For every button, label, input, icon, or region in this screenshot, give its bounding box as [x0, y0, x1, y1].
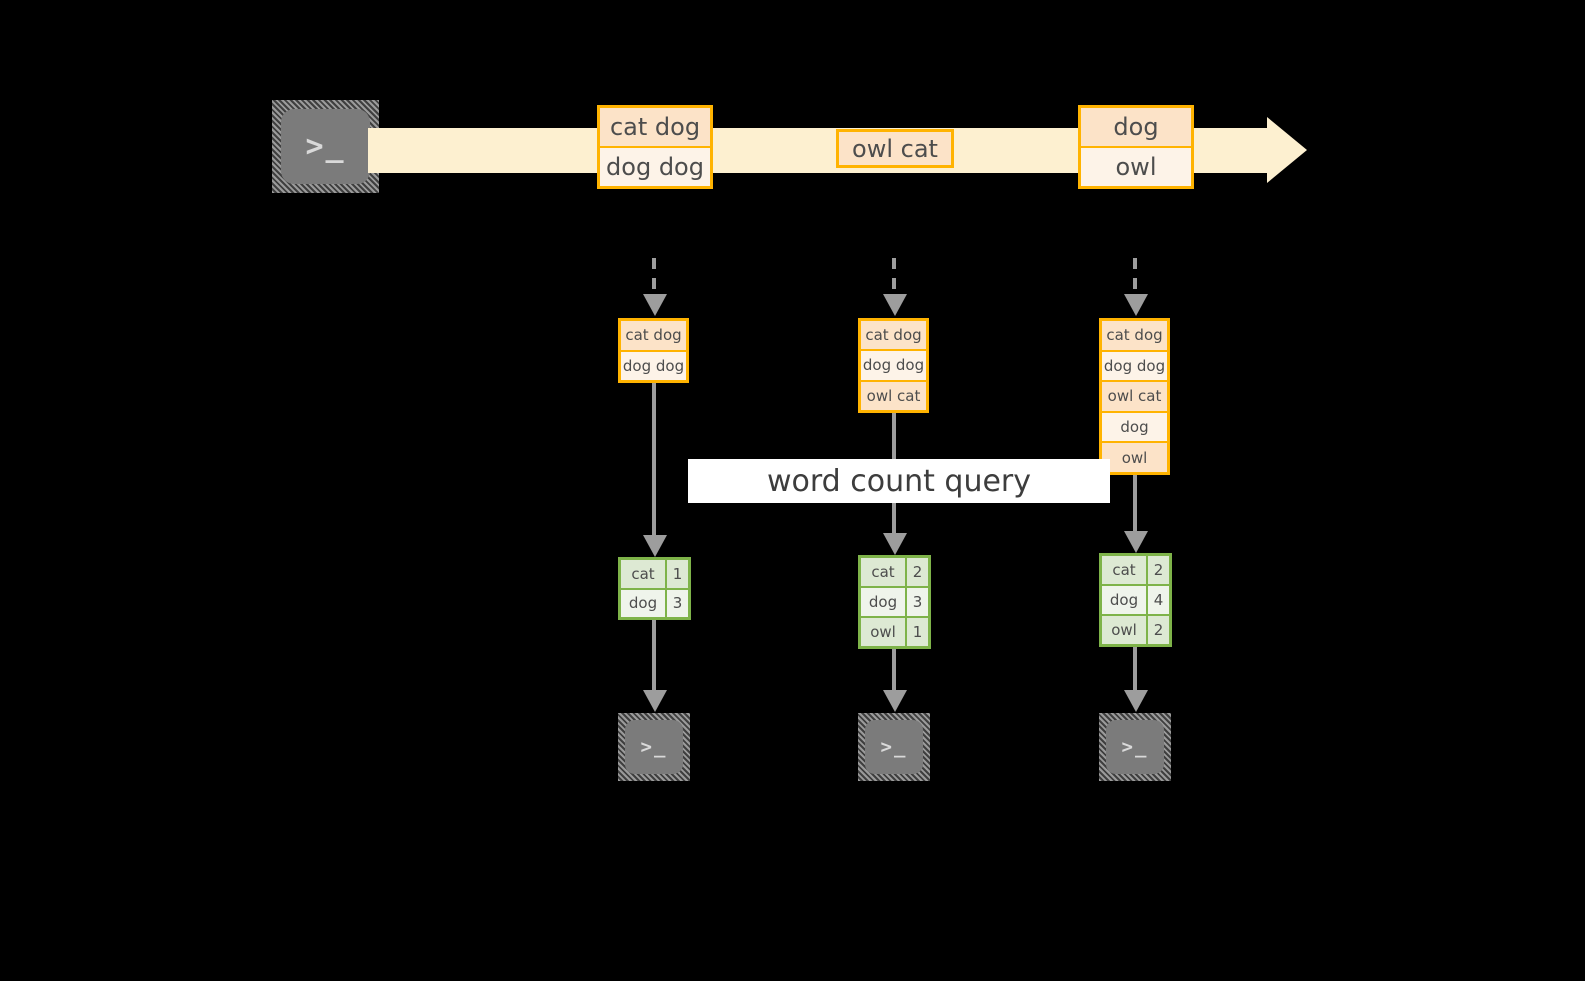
result-count: 3 — [665, 589, 688, 617]
result-table-2: cat 2 dog 3 owl 1 — [858, 555, 931, 649]
stream-to-snapshot-connector-3 — [1133, 258, 1137, 296]
result-to-sink-arrowhead-1 — [643, 690, 667, 712]
result-count: 3 — [905, 588, 928, 616]
result-word: cat — [1102, 556, 1146, 584]
terminal-body — [1106, 720, 1164, 774]
result-to-sink-connector-2 — [892, 649, 896, 692]
stream-event: dog — [1081, 108, 1191, 146]
stream-event: owl — [1081, 146, 1191, 186]
query-banner: word count query — [688, 459, 1110, 503]
result-to-sink-connector-1 — [652, 620, 656, 692]
sink-terminal-icon-3: >_ — [1099, 713, 1171, 781]
stream-event-group-1: cat dog dog dog — [597, 105, 713, 189]
snapshot-table-1: cat dog dog dog — [618, 318, 689, 383]
terminal-body — [625, 720, 683, 774]
result-to-sink-arrowhead-2 — [883, 690, 907, 712]
sink-terminal-icon-2: >_ — [858, 713, 930, 781]
snapshot-row: dog dog — [861, 349, 926, 380]
snapshot-table-2: cat dog dog dog owl cat — [858, 318, 929, 413]
snapshot-to-result-arrowhead-1 — [643, 535, 667, 557]
stream-to-snapshot-arrowhead-3 — [1124, 294, 1148, 316]
stream-event: dog dog — [600, 146, 710, 186]
terminal-prompt-glyph: >_ — [640, 735, 668, 758]
stream-to-snapshot-connector-2 — [892, 258, 896, 296]
result-row: cat 1 — [621, 560, 688, 588]
snapshot-row: cat dog — [621, 321, 686, 350]
result-word: owl — [861, 618, 905, 646]
terminal-prompt-glyph: >_ — [880, 735, 908, 758]
stream-to-snapshot-connector-1 — [652, 258, 656, 296]
snapshot-row: owl — [1102, 441, 1167, 472]
stream-event-group-3: dog owl — [1078, 105, 1194, 189]
snapshot-row: owl cat — [1102, 380, 1167, 411]
result-word: dog — [621, 589, 665, 617]
result-to-sink-connector-3 — [1133, 647, 1137, 692]
result-row: cat 2 — [1102, 556, 1169, 584]
stream-to-snapshot-arrowhead-2 — [883, 294, 907, 316]
snapshot-row: dog dog — [1102, 349, 1167, 381]
result-count: 2 — [1146, 556, 1169, 584]
snapshot-to-result-connector-3 — [1133, 475, 1137, 535]
result-row: owl 1 — [861, 616, 928, 646]
stream-event-group-2: owl cat — [836, 129, 954, 168]
result-table-1: cat 1 dog 3 — [618, 557, 691, 620]
terminal-body — [865, 720, 923, 774]
terminal-prompt-glyph: >_ — [305, 128, 346, 164]
result-word: owl — [1102, 616, 1146, 644]
result-count: 1 — [665, 560, 688, 588]
snapshot-row: owl cat — [861, 379, 926, 410]
result-table-3: cat 2 dog 4 owl 2 — [1099, 553, 1172, 647]
result-count: 1 — [905, 618, 928, 646]
result-word: dog — [861, 588, 905, 616]
result-word: cat — [621, 560, 665, 588]
result-row: dog 3 — [861, 586, 928, 616]
snapshot-row: cat dog — [861, 321, 926, 350]
sink-terminal-icon-1: >_ — [618, 713, 690, 781]
result-word: cat — [861, 558, 905, 586]
result-count: 2 — [1146, 616, 1169, 644]
terminal-body — [281, 109, 370, 184]
snapshot-to-result-arrowhead-2 — [883, 533, 907, 555]
snapshot-row: dog — [1102, 410, 1167, 442]
result-row: dog 4 — [1102, 584, 1169, 614]
snapshot-row: dog dog — [621, 349, 686, 380]
terminal-prompt-glyph: >_ — [1121, 735, 1149, 758]
result-row: dog 3 — [621, 587, 688, 617]
stream-event: owl cat — [839, 132, 951, 165]
snapshot-to-result-arrowhead-3 — [1124, 531, 1148, 553]
result-word: dog — [1102, 586, 1146, 614]
result-count: 4 — [1146, 586, 1169, 614]
result-to-sink-arrowhead-3 — [1124, 690, 1148, 712]
result-row: owl 2 — [1102, 614, 1169, 644]
result-row: cat 2 — [861, 558, 928, 586]
event-stream-arrow-head — [1267, 117, 1307, 183]
stream-to-snapshot-arrowhead-1 — [643, 294, 667, 316]
stream-event: cat dog — [600, 108, 710, 146]
snapshot-to-result-connector-1 — [652, 383, 656, 537]
source-terminal-icon: >_ — [272, 100, 379, 193]
snapshot-row: cat dog — [1102, 321, 1167, 350]
result-count: 2 — [905, 558, 928, 586]
snapshot-table-3: cat dog dog dog owl cat dog owl — [1099, 318, 1170, 475]
